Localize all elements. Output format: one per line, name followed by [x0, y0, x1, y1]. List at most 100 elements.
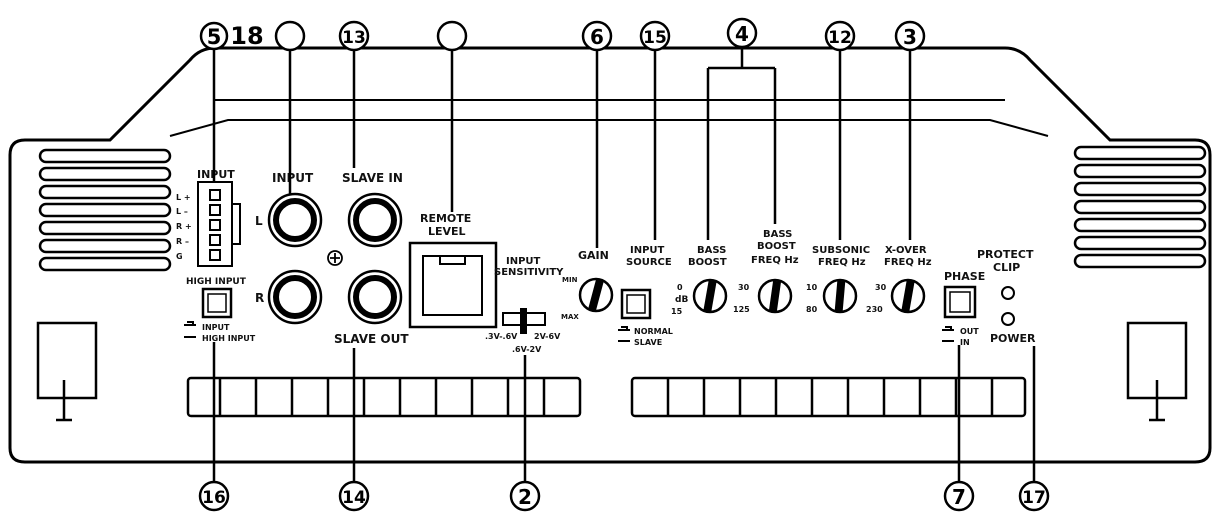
- bass-boost-freq-30-label: 30: [738, 283, 750, 292]
- bass-boost-15-label: 15: [671, 307, 683, 316]
- high-input-connector-label: INPUT: [197, 168, 235, 181]
- vent-slot: [38, 256, 172, 272]
- rca-left-label: L: [255, 214, 263, 228]
- ground-screw-icon: [327, 250, 343, 266]
- callout-4-circle: [726, 17, 758, 49]
- rca-input-left-jack[interactable]: [267, 192, 323, 248]
- input-source-label-1: INPUT: [630, 245, 665, 256]
- phase-label: PHASE: [944, 270, 985, 283]
- right-heatsink: [630, 376, 1027, 418]
- callout-12: 12: [828, 28, 852, 48]
- xover-label-2: FREQ Hz: [884, 257, 932, 268]
- right-mount-foot: [1126, 321, 1188, 422]
- slave-in-label: SLAVE IN: [342, 171, 403, 185]
- callout-15-circle: [639, 20, 671, 52]
- callout-17-circle: [1018, 480, 1050, 512]
- left-heatsink: [186, 376, 582, 418]
- vent-slot: [1073, 163, 1207, 179]
- switch-legend-icon: [184, 321, 196, 338]
- input-source-label-2: SOURCE: [626, 257, 672, 268]
- xover-label-1: X-OVER: [885, 245, 927, 256]
- remote-level-label-1: REMOTE: [420, 212, 471, 225]
- xover-230-label: 230: [866, 305, 883, 314]
- gain-max-label: MAX: [561, 313, 579, 321]
- bass-boost-knob[interactable]: [692, 278, 728, 314]
- callout-3: 3: [903, 25, 917, 49]
- rca-right-label: R: [255, 291, 264, 305]
- callout-5: 5: [207, 25, 222, 49]
- source-legend-icon: [618, 326, 630, 342]
- callout-6: 6: [590, 25, 604, 49]
- phase-legend-icon: [942, 326, 954, 342]
- gain-label: GAIN: [578, 249, 609, 262]
- phase-switch[interactable]: [943, 285, 977, 319]
- high-input-switch-label-input: INPUT: [202, 323, 230, 332]
- bass-boost-freq-knob[interactable]: [757, 278, 793, 314]
- clip-label: CLIP: [993, 261, 1020, 274]
- gain-min-label: MIN: [562, 276, 578, 284]
- callout-14: 14: [342, 488, 366, 508]
- callout-13: 13: [342, 28, 366, 48]
- pin-label-ground: G: [176, 252, 183, 261]
- callout-7: 7: [952, 485, 966, 509]
- left-vents: [38, 148, 172, 272]
- protect-clip-led: [1001, 286, 1015, 300]
- bass-boost-label-1: BASS: [697, 245, 726, 256]
- high-input-switch-label-high: HIGH INPUT: [202, 334, 256, 343]
- sens-right-label: 2V-6V: [534, 332, 561, 341]
- pin-label-r-minus: R –: [176, 237, 189, 246]
- vent-slot: [38, 202, 172, 218]
- callouts-top: 5 18 13 6 15 4 12 3: [199, 17, 926, 52]
- high-level-input-connector[interactable]: [197, 181, 241, 267]
- callout-4: 4: [735, 22, 749, 46]
- xover-knob[interactable]: [890, 278, 926, 314]
- slave-out-label: SLAVE OUT: [334, 332, 409, 346]
- callout-12-circle: [824, 20, 856, 52]
- callout-6-circle: [581, 20, 613, 52]
- sens-mid-label: .6V-2V: [512, 345, 542, 354]
- remote-level-label-2: LEVEL: [428, 225, 466, 238]
- vent-slot: [38, 166, 172, 182]
- high-input-label: HIGH INPUT: [186, 277, 247, 287]
- vent-slot: [38, 148, 172, 164]
- gain-knob[interactable]: [578, 277, 614, 313]
- input-source-switch[interactable]: [620, 288, 652, 320]
- callout-10-circle: [436, 20, 468, 52]
- right-vents: [1073, 145, 1207, 269]
- callout-14-circle: [338, 480, 370, 512]
- subsonic-label-1: SUBSONIC: [812, 245, 870, 256]
- bass-boost-freq-label-1: BASS: [763, 229, 792, 240]
- phase-out-label: OUT: [960, 327, 979, 336]
- rca-input-right-jack[interactable]: [267, 269, 323, 325]
- subsonic-80-label: 80: [806, 305, 818, 314]
- chassis: [8, 46, 1212, 464]
- rca-input-label: INPUT: [272, 171, 314, 185]
- subsonic-label-2: FREQ Hz: [818, 257, 866, 268]
- left-mount-foot: [36, 321, 98, 422]
- callout-1-circle: [274, 20, 306, 52]
- xover-30-label: 30: [875, 283, 887, 292]
- remote-level-port[interactable]: [408, 241, 498, 329]
- vent-slot: [38, 220, 172, 236]
- bass-boost-freq-label-2: BOOST: [757, 241, 796, 252]
- high-input-switch[interactable]: [201, 287, 233, 319]
- protect-label: PROTECT: [977, 248, 1034, 261]
- callouts-bottom: 16 14 2 7 17: [198, 480, 1050, 512]
- pin-label-l-plus: L +: [176, 193, 191, 202]
- vent-slot: [1073, 199, 1207, 215]
- subsonic-knob[interactable]: [822, 278, 858, 314]
- callout-17: 17: [1022, 488, 1046, 508]
- vent-slot: [1073, 217, 1207, 233]
- source-normal-label: NORMAL: [634, 327, 673, 336]
- bass-boost-freq-125-label: 125: [733, 305, 750, 314]
- chassis-inner-line: [169, 119, 1049, 137]
- slave-out-jack[interactable]: [347, 269, 403, 325]
- callout-13-circle: [338, 20, 370, 52]
- power-label: POWER: [990, 332, 1036, 345]
- callout-16-circle: [198, 480, 230, 512]
- bass-boost-0-label: 0: [677, 283, 683, 292]
- source-slave-label: SLAVE: [634, 338, 662, 347]
- slave-in-jack[interactable]: [347, 192, 403, 248]
- callout-2-circle: [509, 480, 541, 512]
